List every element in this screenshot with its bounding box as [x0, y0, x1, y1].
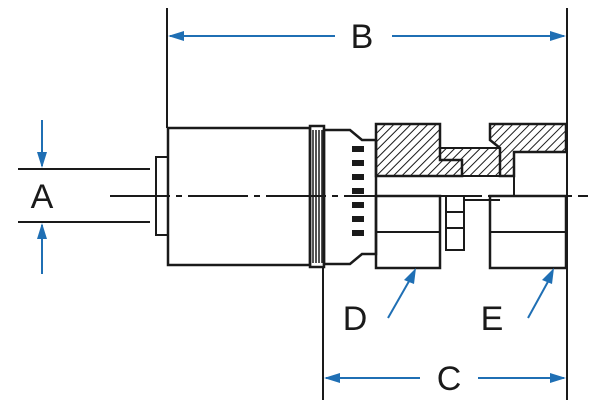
- dimension-a: A: [31, 120, 54, 274]
- extension-lines: [18, 8, 568, 400]
- label-d: D: [343, 300, 368, 338]
- right-swivel-nut: [488, 122, 568, 270]
- label-b: B: [351, 18, 374, 56]
- label-a: A: [31, 178, 54, 216]
- label-c: C: [437, 360, 462, 398]
- dimension-c: C: [324, 360, 566, 398]
- leader-e: E: [481, 268, 554, 338]
- dimension-b: B: [168, 18, 566, 56]
- label-e: E: [481, 300, 504, 338]
- leader-d: D: [343, 268, 416, 338]
